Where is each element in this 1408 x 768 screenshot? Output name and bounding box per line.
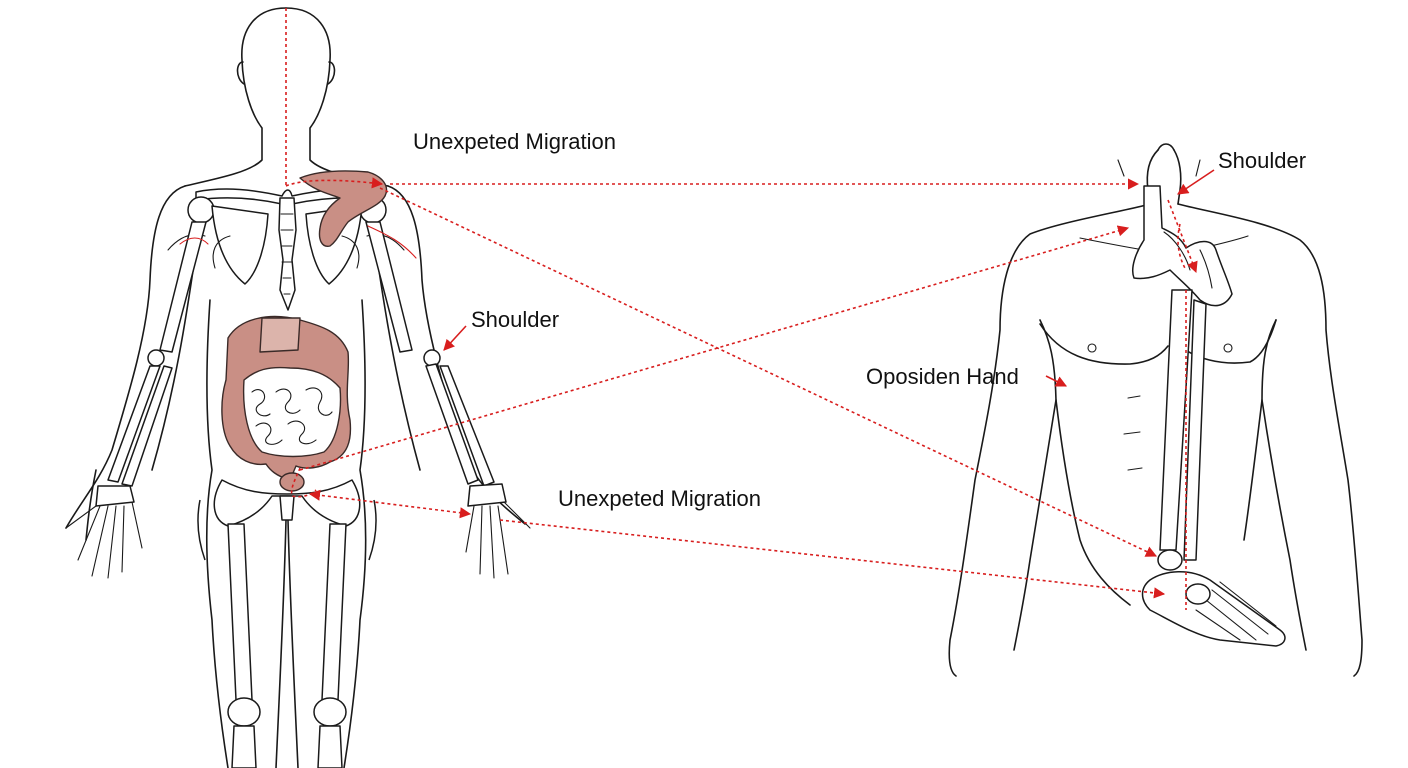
lower-hand-skeleton: [1141, 571, 1286, 647]
label-shoulder-left: Shoulder: [471, 307, 560, 332]
shoulder-right-pointer: [1177, 169, 1215, 195]
neck-to-hand-arrow: [1167, 199, 1198, 274]
left-hand-skeleton: [65, 485, 143, 579]
shoulder-left-pointer: [443, 325, 467, 351]
migration-guides: [179, 8, 1215, 610]
neck-curve-guide: [1177, 223, 1187, 271]
pelvis-to-shoulder-arrow: [299, 225, 1130, 471]
right-torso-figure: [948, 143, 1363, 677]
label-opposite-hand: Oposiden Hand: [866, 364, 1019, 389]
right-hand-skeleton: [465, 483, 531, 579]
pelvis-to-hand-arrow: [308, 489, 472, 519]
label-unexpected-migration-top: Unexpeted Migration: [413, 129, 617, 154]
label-shoulder-right: Shoulder: [1218, 148, 1307, 173]
hand-to-lower-arrow: [499, 519, 1166, 599]
shoulder-to-lower-arrow: [379, 187, 1158, 557]
left-body-figure: [65, 7, 531, 768]
label-unexpected-migration-mid: Unexpeted Migration: [558, 486, 762, 511]
opposite-hand-pointer: [1045, 375, 1068, 387]
